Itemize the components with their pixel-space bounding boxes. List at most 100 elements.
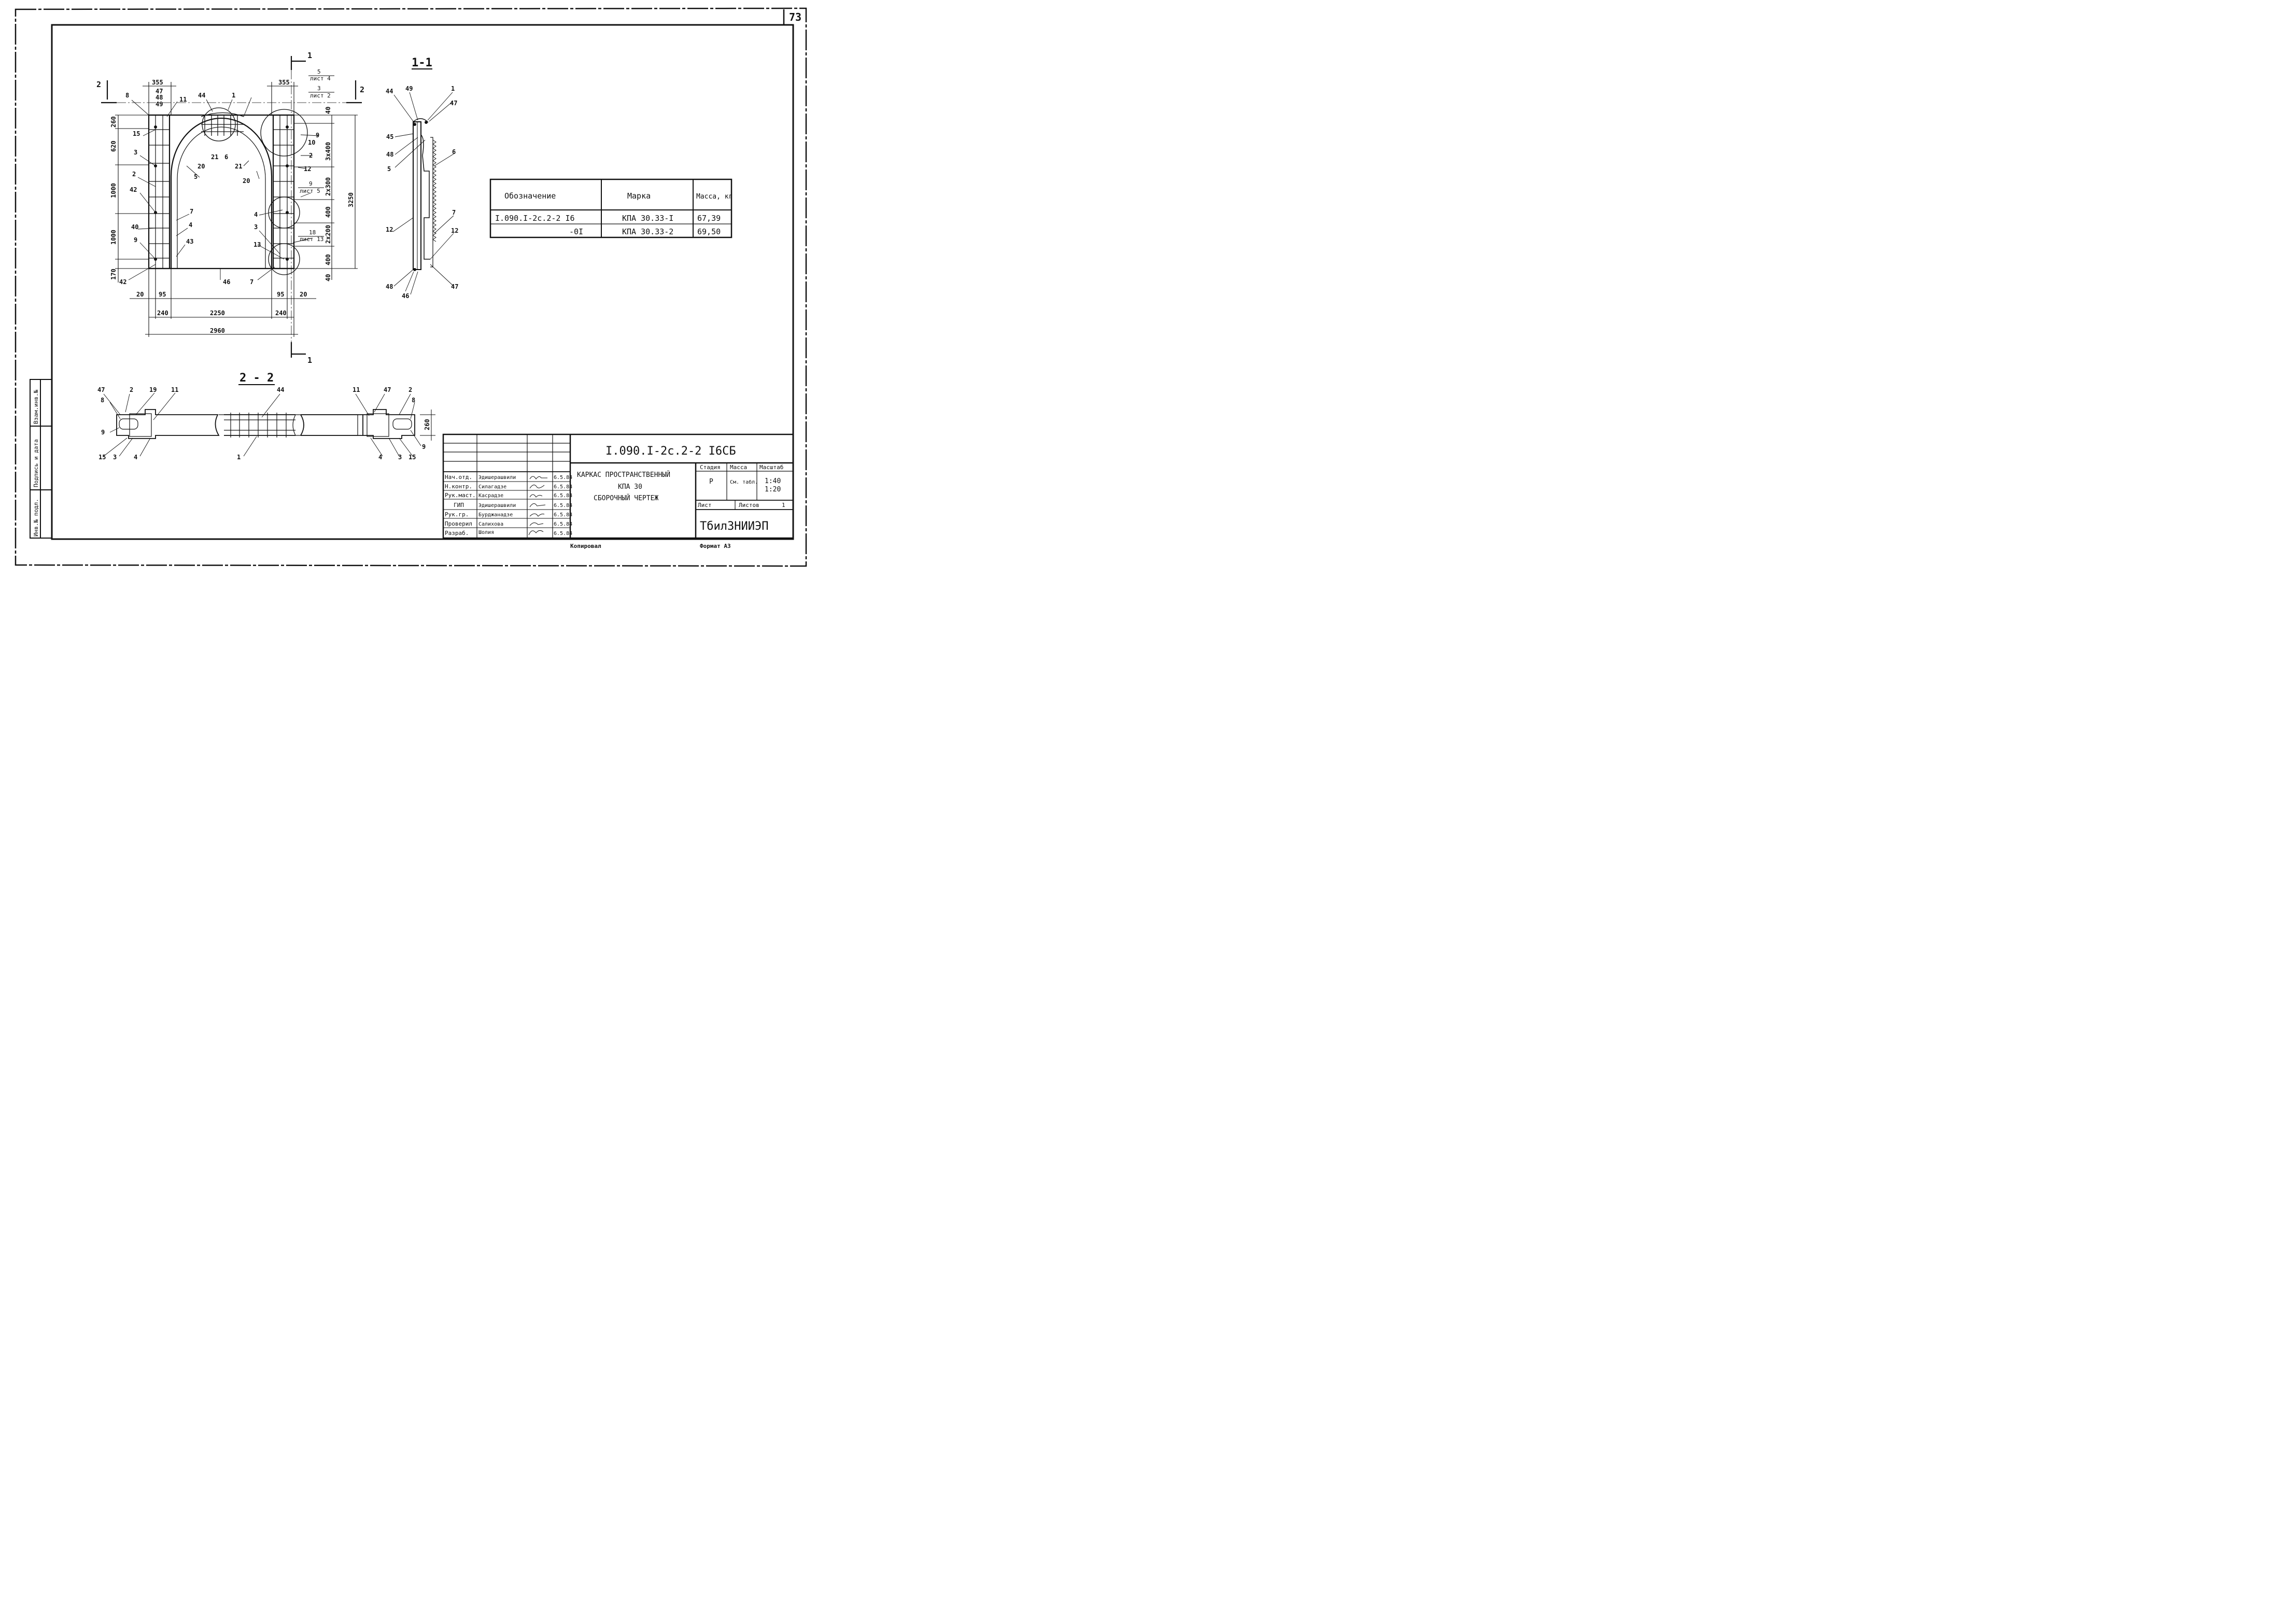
cut-label-2-right: 2	[360, 85, 364, 94]
sig-name-6: Салихова	[478, 521, 503, 527]
scale-value-1: 1:40	[765, 477, 781, 485]
sig-date-6: 6.5.84	[554, 521, 572, 527]
footer-copied: Копировал	[570, 543, 601, 549]
callout-left-3: 3	[134, 149, 137, 156]
callout-left-15: 15	[133, 130, 140, 137]
title-line-1: КАРКАС ПРОСТРАНСТВЕННЫЙ	[577, 471, 670, 479]
drawing-sheet: 73 Инв.№ подл. Подпись и дата Взам.инв.№	[0, 0, 813, 574]
callout-arch-6: 6	[224, 153, 228, 161]
dim-right-400b: 400	[325, 254, 332, 265]
cut-label-1-top: 1	[307, 51, 312, 60]
s22-right-47: 47	[384, 386, 391, 393]
title-line-3: СБОРОЧНЫЙ ЧЕРТЕЖ	[594, 494, 658, 502]
sig-name-4: Эдишерашвили	[478, 503, 516, 509]
s11-callout-12a: 12	[386, 226, 393, 233]
dim-top-left: 355	[152, 79, 163, 86]
front-view-labels: 1 1 2 2 355 355 47 48 49 260 620 1000 10…	[96, 51, 364, 365]
mass-value: См. табл.	[730, 479, 758, 485]
s22-left-4: 4	[134, 454, 137, 461]
s11-callout-6: 6	[452, 148, 456, 156]
callout-arch-21b: 21	[235, 163, 242, 170]
s11-callout-7: 7	[452, 209, 456, 216]
dim-bottom-2250: 2250	[210, 309, 225, 317]
section-1-1-view	[392, 92, 454, 295]
s11-callout-47a: 47	[450, 100, 457, 107]
callout-inner-7a: 7	[190, 208, 193, 215]
stamp-vzam-inv: Взам.инв.№	[33, 389, 39, 424]
callout-right-3: 3	[254, 223, 258, 231]
spec-header-designation: Обозначение	[504, 191, 556, 201]
dim-right-3x400: 3x400	[325, 142, 332, 161]
ref-underlines	[298, 75, 334, 237]
ref-18-num: 18	[309, 229, 316, 236]
front-view	[101, 56, 362, 358]
sig-role-2: Н.контр.	[445, 483, 472, 490]
callout-inner-4: 4	[189, 221, 192, 229]
doc-code: I.090.I-2c.2-2 I6СБ	[605, 445, 736, 458]
s22-right-2: 2	[409, 386, 412, 393]
sig-role-4: ГИП	[454, 502, 464, 509]
section-2-2-title: 2 - 2	[240, 372, 274, 385]
callout-48-top: 48	[156, 94, 163, 101]
scale-value-2: 1:20	[765, 486, 781, 493]
scale-head: Масштаб	[759, 464, 783, 471]
section-1-1-labels: 44 49 1 47 45 48 5 6 7 12 12 48 46 47	[386, 85, 458, 300]
s22-left-47: 47	[97, 386, 105, 393]
callout-arch-21a: 21	[211, 153, 218, 161]
dim-bottom-240-left: 240	[157, 309, 168, 317]
dim-left-1000b: 1000	[110, 230, 117, 245]
sheet-label: Лист	[698, 502, 712, 509]
dim-bottom-2960: 2960	[210, 327, 225, 334]
callout-inner-7b: 7	[250, 278, 253, 286]
s11-callout-44: 44	[386, 88, 393, 95]
dim-left-170: 170	[110, 269, 117, 280]
ref-9-num: 9	[309, 180, 313, 187]
s11-callout-47b: 47	[451, 283, 458, 290]
spec-table: Обозначение Марка Масса, кг I.090.I-2c.2…	[495, 191, 733, 236]
title-line-2: КПА 30	[618, 483, 642, 491]
s22-center-1: 1	[237, 454, 241, 461]
callout-47-top: 47	[156, 88, 163, 95]
sig-role-1: Нач.отд.	[445, 474, 472, 481]
dim-right-400a: 400	[325, 206, 332, 218]
title-block: I.090.I-2c.2-2 I6СБ КАРКАС ПРОСТРАНСТВЕН…	[445, 445, 785, 537]
spec-row1-mass: 67,39	[697, 214, 721, 223]
callout-right-12: 12	[304, 165, 311, 173]
sig-role-6: Проверил	[445, 520, 472, 527]
callout-right-10: 10	[308, 139, 315, 146]
s22-left-8: 8	[101, 397, 104, 404]
sig-date-2: 6.5.84	[554, 484, 572, 490]
dim-overall-height: 3250	[347, 192, 355, 207]
callout-right-2: 2	[309, 152, 313, 159]
callout-left-40: 40	[131, 223, 138, 231]
callout-right-13: 13	[253, 241, 261, 248]
s11-callout-49: 49	[405, 85, 413, 92]
spec-row2-designation: -0I	[569, 227, 583, 236]
callout-inner-43: 43	[186, 238, 193, 245]
organization: ТбилЗНИИЭП	[700, 520, 768, 533]
s22-right-8: 8	[412, 397, 415, 404]
callout-left-2: 2	[132, 171, 136, 178]
section-1-1-title: 1-1	[412, 57, 432, 69]
ref-3-sheet: лист 2	[310, 92, 331, 99]
s11-callout-48a: 48	[386, 151, 393, 158]
callout-arch-44: 44	[198, 92, 205, 99]
s22-left-3: 3	[113, 454, 117, 461]
callout-arch-1a: 1	[232, 92, 235, 99]
s22-right-9: 9	[422, 443, 426, 450]
s22-left-9: 9	[101, 429, 105, 436]
s22-left-15: 15	[98, 454, 106, 461]
section-2-2-view	[103, 392, 435, 457]
ref-18-sheet: лист 13	[300, 236, 323, 243]
sheets-label: Листов	[739, 502, 759, 509]
callout-49-top: 49	[156, 101, 163, 108]
title-block-grid	[442, 433, 794, 539]
spec-row2-mark: КПА 30.33-2	[622, 227, 673, 236]
dim-right-40b: 40	[325, 274, 332, 281]
cut-label-2-left: 2	[96, 80, 101, 89]
callout-left-9: 9	[134, 236, 137, 244]
ref-5-num: 5	[317, 68, 321, 75]
sig-role-5: Рук.гр.	[445, 511, 469, 518]
s11-callout-45: 45	[386, 133, 393, 140]
s22-dim-260: 260	[424, 419, 431, 430]
